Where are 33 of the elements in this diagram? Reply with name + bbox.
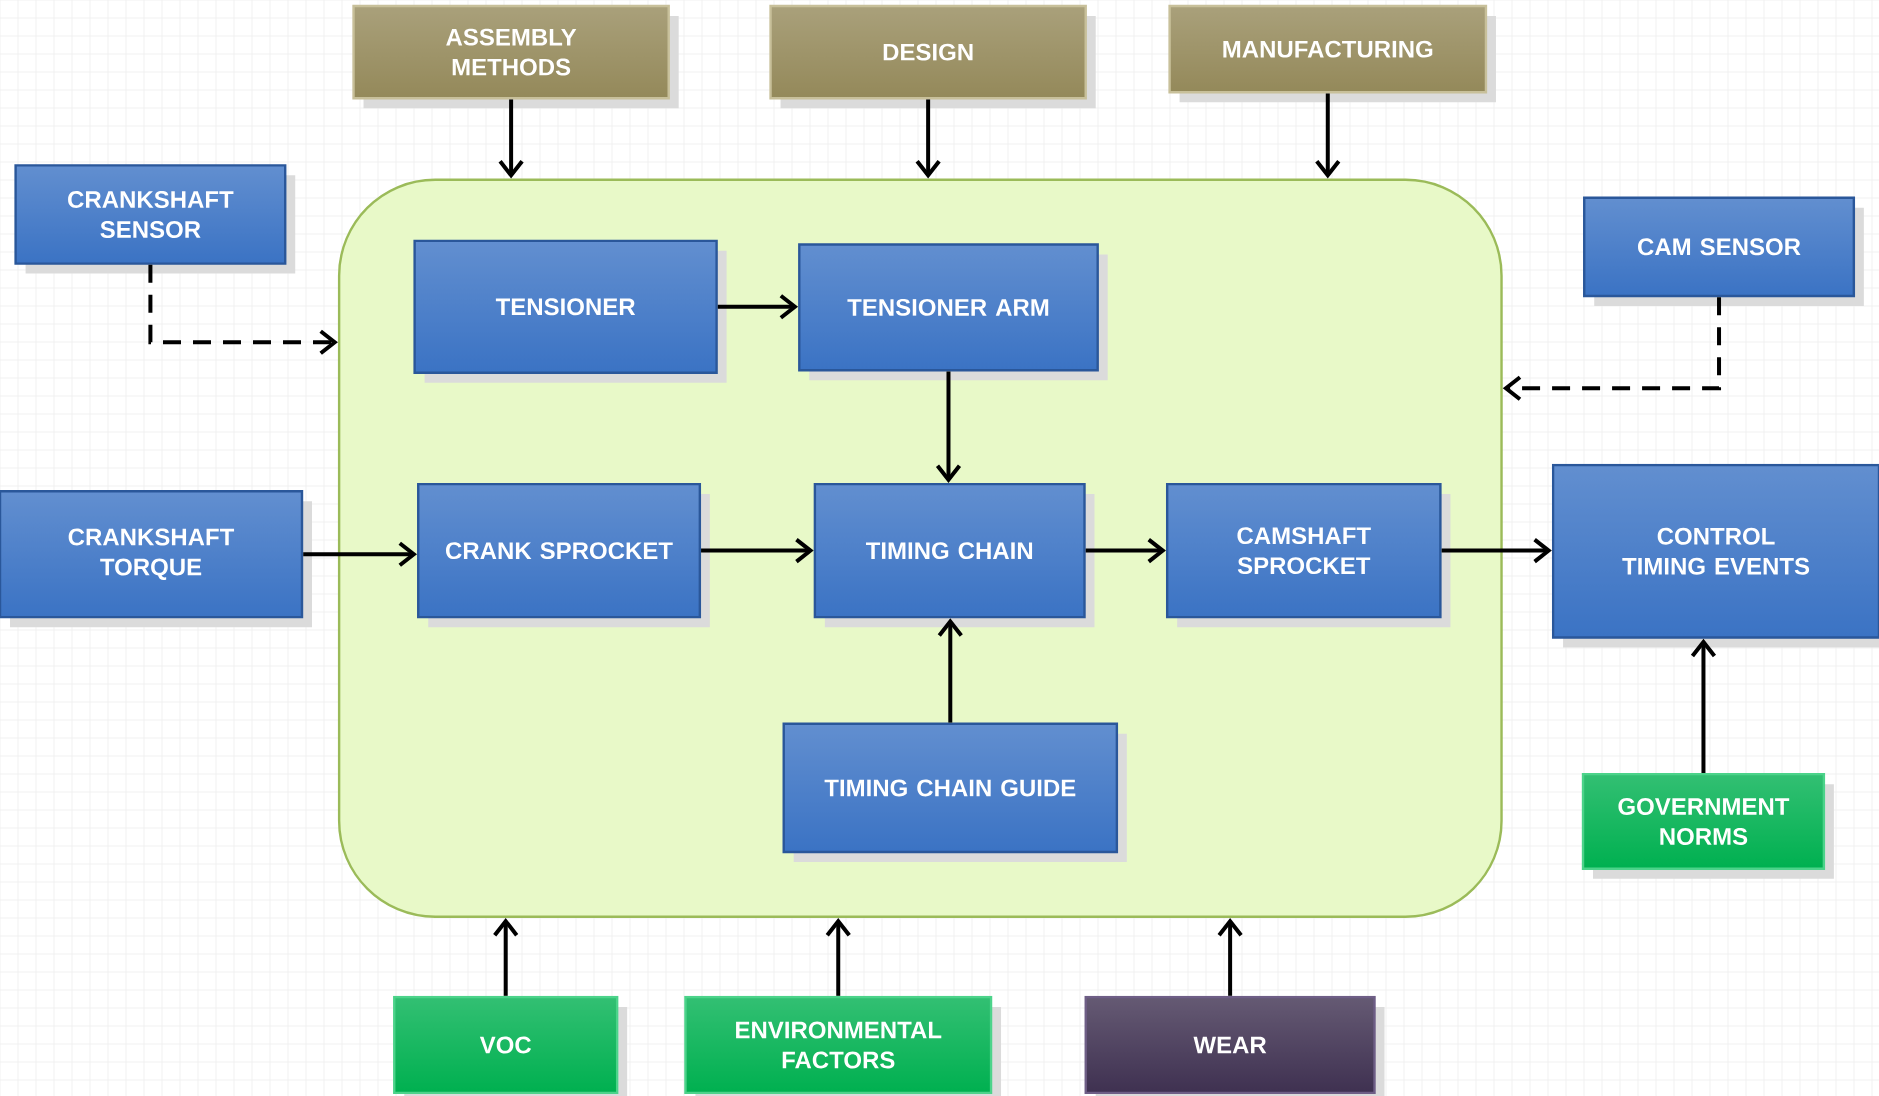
process-box: CRANKSHAFT TORQUE — [0, 490, 312, 628]
arrow — [1085, 538, 1166, 564]
input-box: DESIGN — [769, 4, 1096, 109]
arrow — [717, 294, 799, 320]
process-box: TIMING CHAIN GUIDE — [782, 722, 1127, 862]
arrow — [1690, 638, 1717, 773]
input-box: GOVERNMENT NORMS — [1581, 772, 1834, 879]
arrow — [148, 264, 338, 355]
arrow — [303, 541, 418, 567]
arrow — [825, 917, 851, 996]
arrow — [1441, 538, 1552, 564]
process-box: CRANK SPROCKET — [417, 482, 710, 628]
arrow — [935, 371, 962, 483]
arrow — [701, 538, 814, 564]
input-box: WEAR — [1084, 995, 1385, 1096]
arrow — [493, 917, 519, 996]
input-box: ENVIRONMENTAL FACTORS — [684, 995, 1002, 1096]
process-box: CAMSHAFT SPROCKET — [1166, 482, 1451, 628]
arrow — [498, 99, 524, 179]
arrow — [937, 618, 963, 723]
arrow — [1217, 917, 1243, 996]
input-box: VOC — [393, 995, 628, 1096]
input-box: MANUFACTURING — [1168, 4, 1496, 103]
process-box: CONTROL TIMING EVENTS — [1551, 463, 1879, 648]
arrow — [1502, 297, 1722, 401]
process-box: CAM SENSOR — [1583, 196, 1864, 306]
input-box: ASSEMBLY METHODS — [352, 4, 679, 109]
arrow — [915, 99, 941, 179]
process-box: CRANKSHAFT SENSOR — [14, 164, 296, 274]
process-box: TIMING CHAIN — [813, 482, 1095, 628]
process-box: TENSIONER ARM — [798, 243, 1108, 381]
process-box: TENSIONER — [413, 239, 727, 383]
arrow — [1315, 93, 1341, 179]
